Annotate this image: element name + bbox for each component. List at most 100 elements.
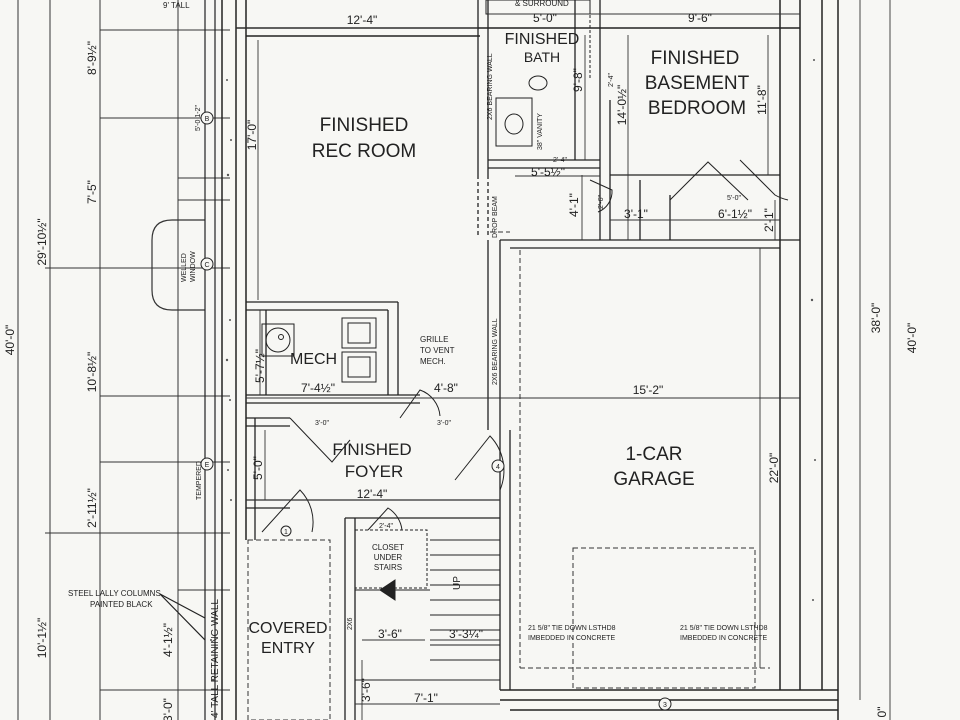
closet-label-2: UNDER (374, 553, 403, 562)
dim-10-1h: 10'-1½" (35, 618, 49, 659)
dim-5-0-bath: 5'-0" (533, 11, 557, 25)
dim-2-4-b: 2'-4" (553, 157, 567, 164)
dim-3-6-a: 3'-6" (378, 627, 402, 641)
dim-40-0-left: 40'-0" (3, 325, 17, 356)
bath-label-2: BATH (524, 49, 560, 65)
bedroom-label-3: BEDROOM (648, 98, 746, 119)
interior-dimension-lines (236, 0, 891, 720)
note-grille-2: TO VENT (420, 346, 455, 355)
note-lally-1: STEEL LALLY COLUMNS (68, 589, 161, 598)
stairs (354, 529, 500, 681)
closet-label-3: STAIRS (374, 563, 402, 572)
note-welled-window-1: WELLED (181, 253, 188, 282)
dim-5-0-small: 5'-0" (727, 195, 741, 202)
note-drop-beam: DROP BEAM (492, 196, 499, 238)
note-stair-2x6: 2X6 (347, 617, 354, 630)
covered-entry-outline (247, 539, 331, 720)
marker-c: C (204, 262, 209, 269)
note-tempered: TEMPERED (196, 461, 203, 500)
dim-4-8: 4'-8" (434, 381, 458, 395)
dim-3-1: 3'-1" (624, 207, 648, 221)
dim-3-0-left: 3'-0" (161, 698, 175, 720)
dim-3-6-b: 3'-6" (359, 678, 373, 702)
dim-3-0-b: 3'-0" (437, 420, 451, 427)
garage-label-1: 1-CAR (625, 444, 682, 465)
callout-markers (200, 111, 672, 711)
note-vanity: 38" VANITY (537, 113, 544, 150)
marker-1: 1 (284, 529, 288, 536)
marker-b: B (205, 116, 210, 123)
dim-5-7h: 5'-7½" (253, 349, 267, 383)
note-up: UP (452, 576, 463, 590)
marker-3: 3 (663, 702, 667, 709)
retaining-wall-lines (159, 0, 216, 720)
note-grille-3: MECH. (420, 357, 446, 366)
dim-4-1: 4'-1" (567, 193, 581, 217)
note-retaining-wall: 4' TALL RETAINING WALL (210, 599, 221, 718)
left-dimension-lines (17, 0, 230, 720)
dim-3-3q: 3'-3¼" (449, 627, 483, 641)
dim-10-8h: 10'-8½" (85, 352, 99, 393)
dim-11-8: 11'-8" (755, 85, 769, 115)
dim-2-1: 2'-1" (762, 208, 776, 232)
rec-room-label-1: FINISHED (320, 115, 409, 136)
note-bearing-wall-b: 2X6 BEARING WALL (492, 318, 499, 385)
dim-12-4-mid: 12'-4" (357, 487, 388, 501)
dim-2-4-c: 2'-4" (379, 523, 393, 530)
note-grille-1: GRILLE (420, 335, 448, 344)
foyer-label-2: FOYER (345, 462, 404, 481)
mech-equipment (261, 317, 377, 383)
door-swings (261, 159, 789, 533)
foyer-label-1: FINISHED (332, 440, 411, 459)
dim-6-1h: 6'-1½" (718, 207, 752, 221)
bath-label-1: FINISHED (505, 31, 580, 48)
entry-label-2: ENTRY (261, 640, 315, 657)
dim-2-11h: 2'-11½" (85, 488, 99, 528)
dim-7-4h: 7'-4½" (301, 381, 335, 395)
dimension-labels: 12'-4" 5'-0" 9'-6" 8'-9½" 5'-0 1-2" 17'-… (3, 11, 919, 720)
note-surround: & SURROUND (515, 0, 569, 8)
note-tie-down-left-2: IMBEDDED IN CONCRETE (528, 635, 615, 642)
dim-9-8: 9'-8" (571, 68, 585, 92)
dim-0-bottom: 0" (875, 707, 889, 718)
dim-14-0h: 14'-0½" (615, 85, 629, 126)
dim-29-10h: 29'-10½" (35, 218, 49, 265)
dim-3-0-a: 3'-0" (315, 420, 329, 427)
dim-22-0: 22'-0" (767, 453, 781, 484)
note-lally-2: PAINTED BLACK (90, 600, 153, 609)
dim-12-4-top: 12'-4" (347, 13, 378, 27)
dim-5-0-1-2: 5'-0 1-2" (195, 104, 202, 131)
room-labels: FINISHED REC ROOM FINISHED BATH FINISHED… (248, 31, 749, 657)
dim-38-0: 38'-0" (869, 303, 883, 334)
garage-slab (490, 231, 770, 689)
rec-room-label-2: REC ROOM (312, 141, 417, 162)
notes: 9' TALL & SURROUND 2X6 BEARING WALL 2X6 … (68, 0, 768, 718)
marker-4: 4 (496, 464, 500, 471)
dim-8-9h: 8'-9½" (85, 41, 99, 75)
entry-label-1: COVERED (248, 620, 327, 637)
dim-7-1: 7'-1" (414, 691, 438, 705)
dim-2-6: 2'-6" (598, 195, 605, 209)
note-tie-down-right-1: 21 5/8" TIE DOWN LSTHD8 (680, 625, 768, 632)
garage-label-2: GARAGE (613, 469, 694, 490)
note-bearing-wall-a: 2X6 BEARING WALL (487, 53, 494, 120)
mech-label: MECH (290, 351, 337, 368)
note-tie-down-left-1: 21 5/8" TIE DOWN LSTHD8 (528, 625, 616, 632)
bedroom-label-1: FINISHED (651, 48, 740, 69)
dim-40-0-right: 40'-0" (905, 323, 919, 354)
note-tall: 9' TALL (163, 1, 190, 10)
closet-label-1: CLOSET (372, 543, 404, 552)
dim-2-4-a: 2'-4" (608, 73, 615, 87)
note-welled-window-2: WINDOW (190, 251, 197, 282)
dim-17-0: 17'-0" (245, 120, 259, 151)
dim-5-0-foyer: 5'-0" (251, 456, 265, 480)
dim-7-5: 7'-5" (85, 180, 99, 204)
bedroom-label-2: BASEMENT (645, 73, 750, 94)
welled-window-outline (151, 219, 205, 311)
dim-5-5h: 5'-5½" (531, 165, 565, 179)
dim-4-1h: 4'-1½" (161, 623, 175, 657)
wall-hatching (210, 59, 816, 682)
note-tie-down-right-2: IMBEDDED IN CONCRETE (680, 635, 767, 642)
marker-e: E (205, 462, 210, 469)
